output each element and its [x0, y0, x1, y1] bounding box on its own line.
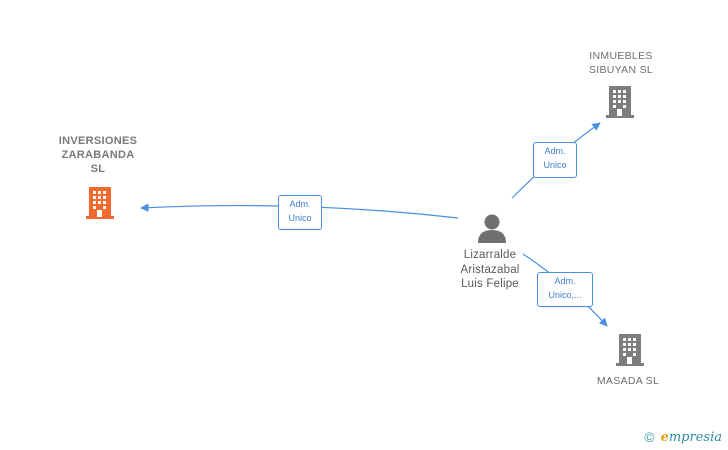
person-icon[interactable] [478, 214, 506, 244]
label-line: Luis Felipe [461, 278, 519, 290]
label-line: MASADA SL [596, 375, 660, 387]
edge-label-inmuebles[interactable]: Adm. Unico [533, 142, 577, 178]
building-icon[interactable] [606, 86, 634, 118]
edge-label-line: Unico,... [548, 290, 582, 300]
edge-label-line: Unico [543, 160, 567, 170]
edge-label-masada[interactable]: Adm. Unico,... [537, 272, 593, 307]
copyright-icon: © [644, 429, 655, 445]
building-icon[interactable] [616, 334, 644, 366]
label-line: Aristazabal [460, 263, 520, 276]
label-line: ZARABANDA [61, 149, 135, 161]
brand-logo-initial: e [660, 429, 669, 445]
label-line: INMUEBLES [589, 50, 653, 62]
label-line: SIBUYAN SL [588, 64, 654, 76]
company-label-inversiones[interactable]: INVERSIONES ZARABANDA SL [38, 134, 158, 176]
label-line: INVERSIONES [58, 135, 138, 147]
edge-label-inversiones[interactable]: Adm. Unico [278, 195, 322, 230]
label-line: SL [90, 163, 106, 175]
company-label-masada[interactable]: MASADA SL [578, 374, 678, 388]
person-label[interactable]: Lizarralde Aristazabal Luis Felipe [442, 248, 538, 292]
edge-label-line: Adm. [544, 146, 566, 156]
brand-logo-text: mpresia [668, 429, 722, 445]
edge-label-line: Unico [288, 213, 312, 223]
edge-label-line: Adm. [554, 276, 576, 286]
footer-watermark: © empresia [644, 429, 722, 445]
company-label-inmuebles[interactable]: INMUEBLES SIBUYAN SL [566, 49, 676, 77]
label-line: Lizarralde [463, 249, 517, 261]
building-icon[interactable] [86, 187, 114, 219]
edge-label-line: Adm. [289, 199, 311, 209]
brand-logo: empresia [661, 430, 722, 445]
